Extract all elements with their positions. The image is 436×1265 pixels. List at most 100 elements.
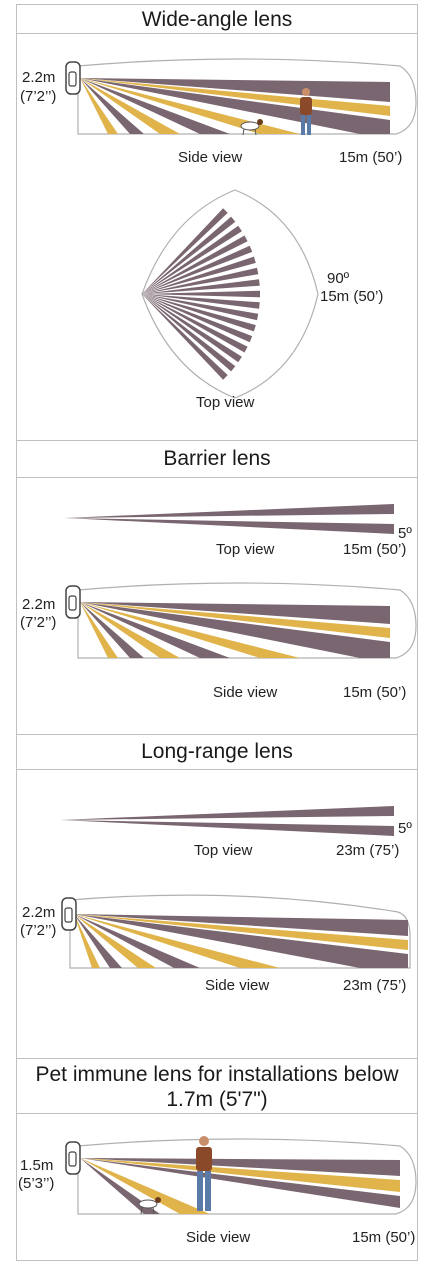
beam-2 (80, 78, 390, 116)
fan-beam (142, 235, 248, 294)
beam-2 (74, 914, 408, 950)
top-view-diagram-barrier (64, 504, 394, 534)
dog-icon (240, 119, 263, 136)
person-icon (300, 88, 312, 135)
range-label: 15m (50’) (352, 1229, 416, 1246)
height-ft-label: (5’3’’) (18, 1175, 55, 1192)
top-range-label: 15m (50’) (343, 541, 407, 558)
fan-beam (142, 294, 259, 321)
top-range-label: 23m (75’) (336, 842, 400, 859)
fan-beam (142, 225, 242, 294)
side-view-label: Side view (186, 1229, 251, 1246)
angle-label: 5º (398, 525, 412, 542)
beam-8 (80, 78, 118, 134)
beam-lower (60, 820, 394, 836)
section-title-long-range: Long-range lens (16, 734, 418, 770)
beam-6 (80, 602, 180, 658)
beam-3 (80, 602, 390, 658)
top-range-label: 15m (50’) (320, 288, 384, 305)
beam-3 (80, 78, 390, 134)
fan-beam (142, 267, 259, 294)
side-view-diagram-barrier (65, 582, 417, 659)
fan-beam (142, 294, 242, 363)
top-view-label: Top view (216, 541, 275, 558)
beam-7 (80, 78, 144, 134)
side-view-diagram-long-range (61, 894, 411, 969)
top-view-label: Top view (194, 842, 253, 859)
beam-6 (74, 914, 156, 968)
coverage-outline (141, 189, 319, 399)
beam-8 (74, 914, 100, 968)
beam-3 (80, 1158, 400, 1208)
height-label: 1.5m (20, 1157, 54, 1174)
fan-beam (142, 294, 236, 372)
side-view-diagram-wide (65, 58, 417, 136)
beam-4 (80, 1158, 210, 1214)
side-view-label: Side view (205, 977, 270, 994)
side-view-label: Side view (178, 149, 243, 166)
beam-upper (64, 504, 394, 518)
fan-beam (142, 208, 228, 294)
range-label: 23m (75’) (343, 977, 407, 994)
beam-upper (60, 806, 394, 820)
beam-1 (80, 1158, 400, 1176)
beam-1 (80, 602, 390, 624)
fan-beam (142, 256, 256, 294)
dog-icon (138, 1197, 161, 1215)
height-label: 2.2m (22, 904, 56, 921)
height-ft-label: (7’2’’) (20, 88, 57, 105)
coverage-outline (77, 1138, 417, 1215)
fan-beam (142, 279, 260, 294)
beam-5 (80, 78, 230, 134)
angle-label: 5º (398, 820, 412, 837)
beam-3 (74, 914, 408, 968)
fan-beam (142, 294, 248, 353)
beam-4 (74, 914, 280, 968)
range-label: 15m (50’) (339, 149, 403, 166)
beam-5 (80, 602, 230, 658)
fan-beam (142, 216, 236, 294)
beam-4 (80, 602, 300, 658)
top-view-diagram-long-range (60, 806, 394, 836)
frame (16, 4, 418, 1261)
coverage-outline (77, 58, 417, 135)
beam-1 (74, 914, 408, 936)
side-view-diagram-pet-immune (65, 1136, 417, 1215)
fan-beam (142, 294, 253, 343)
sensor-icon (65, 1141, 81, 1175)
top-view-label: Top view (196, 394, 255, 411)
beam-2 (80, 1158, 400, 1192)
beam-6 (80, 78, 180, 134)
coverage-outline (69, 894, 411, 969)
fan-beam (142, 245, 253, 294)
beam-7 (80, 602, 144, 658)
sensor-icon (65, 61, 81, 95)
height-ft-label: (7’2’’) (20, 614, 57, 631)
angle-label: 90º (327, 270, 350, 287)
section-title-pet-immune: Pet immune lens for installations below … (16, 1058, 418, 1114)
fan-beam (142, 294, 256, 332)
fan-beam (142, 294, 260, 309)
height-label: 2.2m (22, 596, 56, 613)
fan-beam (142, 290, 260, 298)
sensor-icon (65, 585, 81, 619)
beam-fan (142, 208, 260, 380)
beam-4 (80, 78, 300, 134)
section-title-wide-angle: Wide-angle lens (16, 4, 418, 34)
height-ft-label: (7’2’’) (20, 922, 57, 939)
person-icon (196, 1136, 212, 1211)
sensor-icon (61, 897, 77, 931)
height-label: 2.2m (22, 69, 56, 86)
beam-5 (74, 914, 200, 968)
beam-8 (80, 602, 118, 658)
top-view-diagram-wide (141, 189, 319, 399)
beam-2 (80, 602, 390, 638)
side-view-label: Side view (213, 684, 278, 701)
beam-7 (74, 914, 122, 968)
coverage-outline (77, 582, 417, 659)
fan-beam (142, 294, 228, 380)
beam-lower (64, 518, 394, 534)
range-label: 15m (50’) (343, 684, 407, 701)
beam-5 (80, 1158, 160, 1214)
